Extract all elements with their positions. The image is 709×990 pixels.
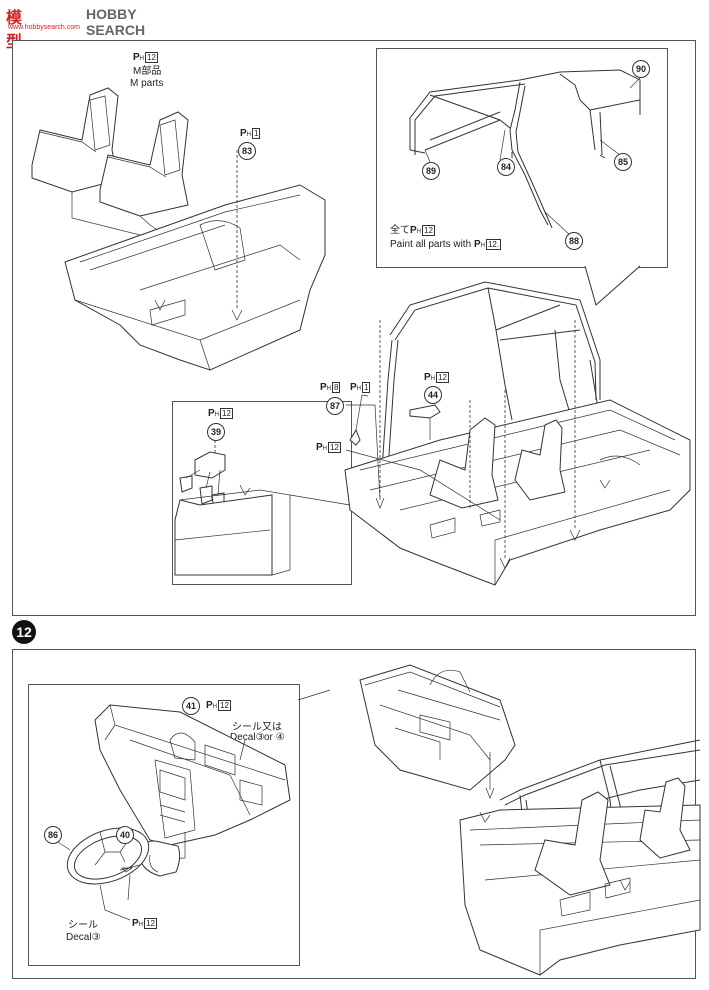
part-number-85: 85 bbox=[614, 153, 632, 171]
part-number-40: 40 bbox=[116, 826, 134, 844]
watermark-brand-en: HOBBY SEARCH bbox=[86, 6, 146, 38]
dashboard-or-jp: 又は bbox=[262, 722, 282, 733]
part-number-86: 86 bbox=[44, 826, 62, 844]
dashboard-decal-jp: シール bbox=[232, 722, 262, 733]
seat-parts-en: M parts bbox=[130, 78, 164, 89]
wheel-decal-jp: シール bbox=[68, 920, 98, 931]
step-12-badge: 12 bbox=[12, 620, 36, 644]
part-number-87: 87 bbox=[326, 397, 344, 415]
dashboard-decal-en: Decal③ bbox=[230, 732, 265, 743]
part-number-88: 88 bbox=[565, 232, 583, 250]
part-number-41: 41 bbox=[182, 697, 200, 715]
part-number-90: 90 bbox=[632, 60, 650, 78]
seat-parts-jp: M部品 bbox=[133, 66, 162, 77]
part-number-39: 39 bbox=[207, 423, 225, 441]
part-number-83: 83 bbox=[238, 142, 256, 160]
part-number-44: 44 bbox=[424, 386, 442, 404]
watermark-url: www.hobbysearch.com bbox=[8, 24, 80, 31]
part-number-89: 89 bbox=[422, 162, 440, 180]
wheel-decal-en: Decal③ bbox=[66, 932, 101, 943]
part-number-84: 84 bbox=[497, 158, 515, 176]
dashboard-or-en: or ④ bbox=[264, 732, 285, 743]
